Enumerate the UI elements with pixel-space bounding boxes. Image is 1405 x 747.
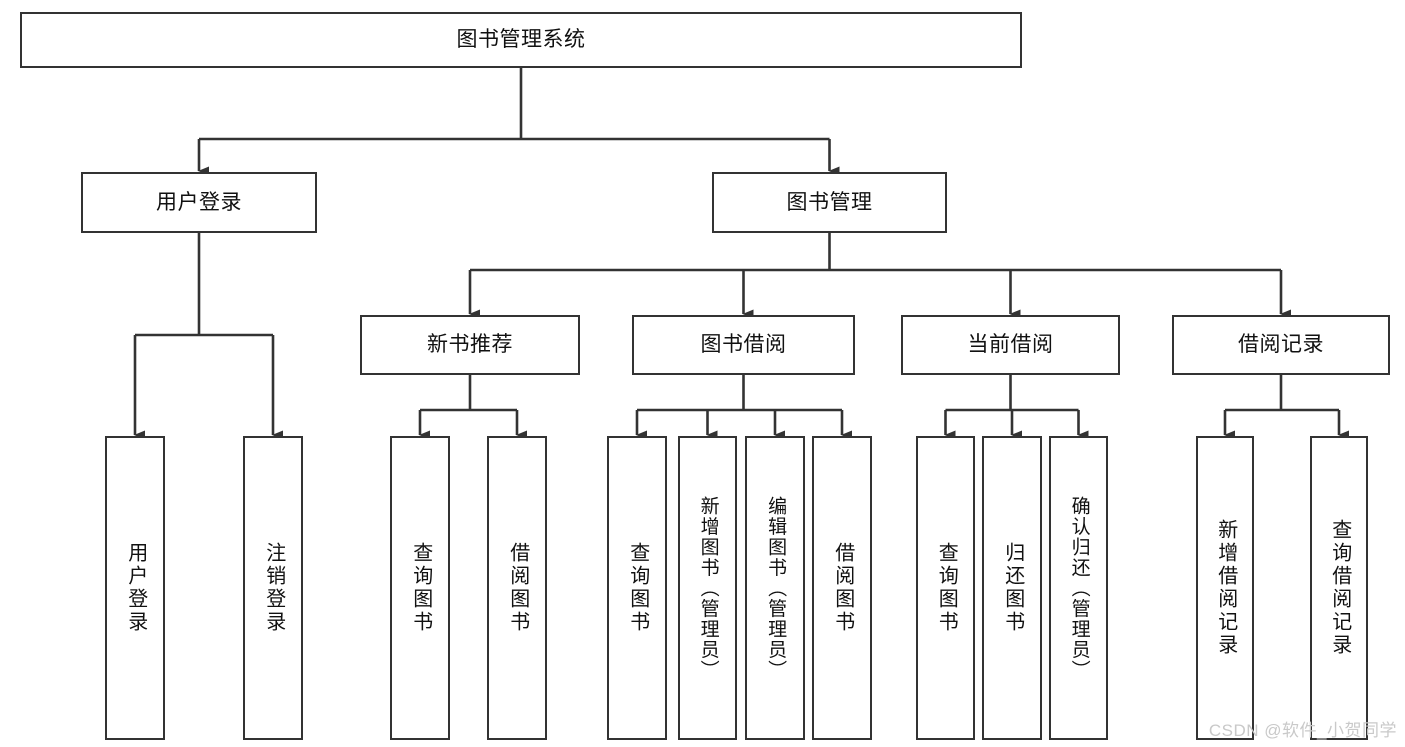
node-root[interactable]: 图书管理系统 bbox=[20, 12, 1022, 68]
node-label-leaf-edit-book-admin: 编辑图书（管理员） bbox=[765, 495, 787, 681]
node-label-book-manage: 图书管理 bbox=[786, 190, 873, 214]
node-label-leaf-user-logout: 注销登录 bbox=[262, 542, 285, 634]
node-leaf-add-borrow-record[interactable]: 新增借阅记录 bbox=[1196, 436, 1254, 740]
node-label-leaf-return-book: 归还图书 bbox=[1001, 542, 1024, 634]
node-borrow-record[interactable]: 借阅记录 bbox=[1172, 315, 1390, 375]
node-label-book-borrow: 图书借阅 bbox=[700, 333, 787, 357]
node-leaf-edit-book-admin[interactable]: 编辑图书（管理员） bbox=[745, 436, 805, 740]
node-book-manage[interactable]: 图书管理 bbox=[712, 172, 947, 233]
node-leaf-add-book-admin[interactable]: 新增图书（管理员） bbox=[678, 436, 737, 740]
node-label-leaf-user-login: 用户登录 bbox=[124, 542, 147, 634]
node-current-borrow[interactable]: 当前借阅 bbox=[901, 315, 1120, 375]
node-leaf-query-borrow-record[interactable]: 查询借阅记录 bbox=[1310, 436, 1368, 740]
node-leaf-return-book[interactable]: 归还图书 bbox=[982, 436, 1042, 740]
node-user-login[interactable]: 用户登录 bbox=[81, 172, 317, 233]
node-leaf-query-book[interactable]: 查询图书 bbox=[607, 436, 667, 740]
node-label-user-login: 用户登录 bbox=[156, 190, 242, 214]
node-label-new-book-rec: 新书推荐 bbox=[427, 333, 513, 357]
watermark-label: CSDN @软件_小贺同学 bbox=[1208, 721, 1397, 740]
node-leaf-user-logout[interactable]: 注销登录 bbox=[243, 436, 303, 740]
connector-lines bbox=[133, 68, 1349, 440]
node-new-book-rec[interactable]: 新书推荐 bbox=[360, 315, 580, 375]
node-label-leaf-borrow-book: 借阅图书 bbox=[831, 542, 854, 634]
node-label-leaf-add-borrow-record: 新增借阅记录 bbox=[1214, 519, 1237, 657]
node-book-borrow[interactable]: 图书借阅 bbox=[632, 315, 855, 375]
node-leaf-borrow-book-rec[interactable]: 借阅图书 bbox=[487, 436, 547, 740]
node-leaf-query-book-rec[interactable]: 查询图书 bbox=[390, 436, 450, 740]
node-leaf-confirm-return-admin[interactable]: 确认归还（管理员） bbox=[1049, 436, 1108, 740]
node-label-borrow-record: 借阅记录 bbox=[1238, 333, 1324, 357]
node-label-root: 图书管理系统 bbox=[456, 28, 586, 52]
node-label-current-borrow: 当前借阅 bbox=[967, 333, 1054, 357]
node-leaf-borrow-book[interactable]: 借阅图书 bbox=[812, 436, 872, 740]
node-leaf-user-login[interactable]: 用户登录 bbox=[105, 436, 165, 740]
node-label-leaf-confirm-return-admin: 确认归还（管理员） bbox=[1068, 495, 1090, 681]
node-leaf-query-book-cur[interactable]: 查询图书 bbox=[916, 436, 975, 740]
node-label-leaf-borrow-book-rec: 借阅图书 bbox=[506, 542, 529, 634]
node-label-leaf-query-book-cur: 查询图书 bbox=[935, 542, 958, 634]
node-label-leaf-query-book: 查询图书 bbox=[626, 542, 649, 634]
node-label-leaf-query-borrow-record: 查询借阅记录 bbox=[1328, 519, 1351, 657]
node-label-leaf-add-book-admin: 新增图书（管理员） bbox=[697, 495, 719, 681]
node-label-leaf-query-book-rec: 查询图书 bbox=[409, 542, 432, 634]
